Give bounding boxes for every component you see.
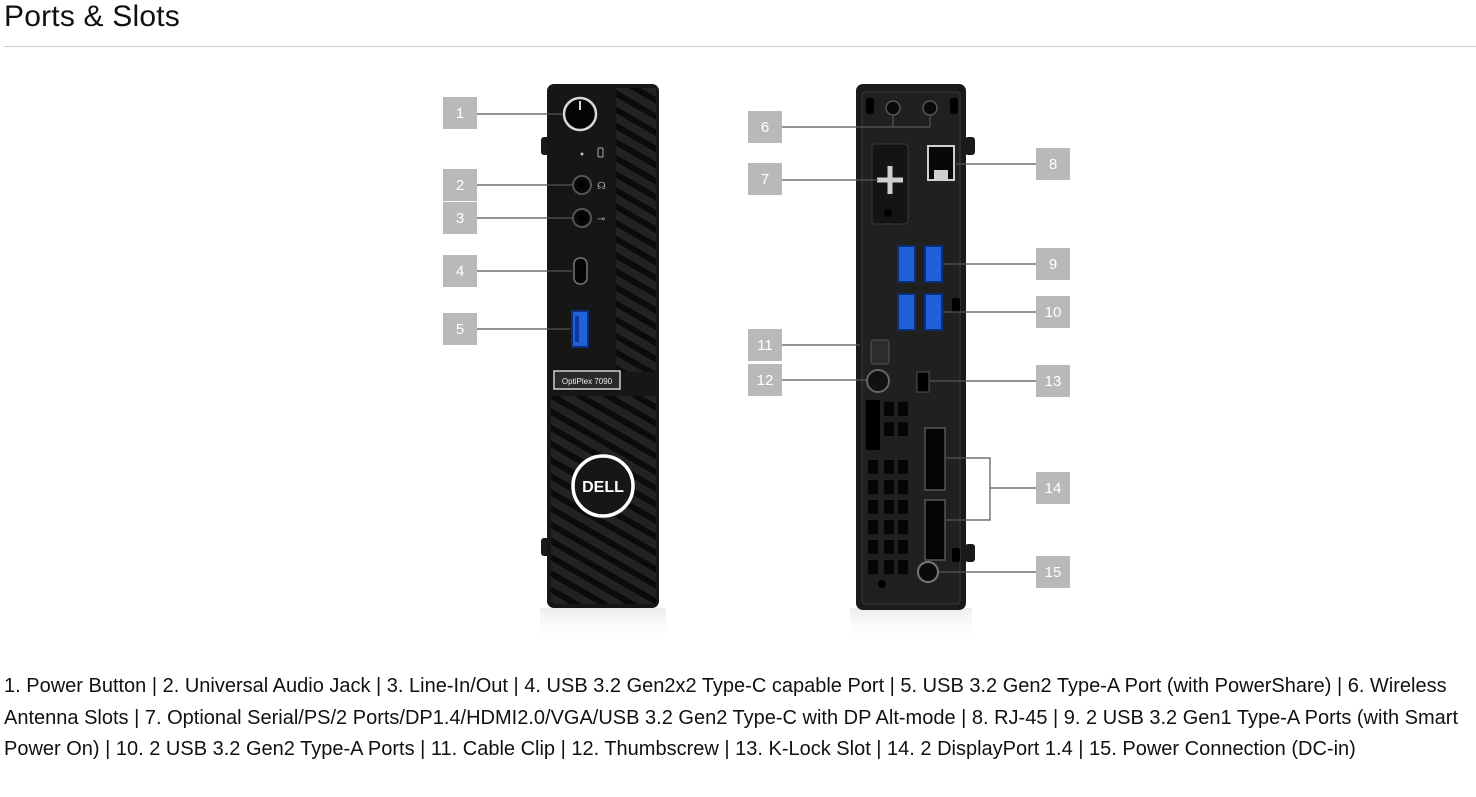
callout-4: 4 <box>443 255 477 287</box>
antenna-slot-icon <box>885 100 901 116</box>
ports-caption: 1. Power Button | 2. Universal Audio Jac… <box>4 675 1459 760</box>
svg-text:☊: ☊ <box>597 181 606 192</box>
klock-slot-icon <box>916 371 930 393</box>
rear-chassis <box>850 84 975 642</box>
dell-logo-icon <box>571 454 635 518</box>
usb-a-port-icon <box>897 245 916 283</box>
callout-6: 6 <box>748 111 782 143</box>
callout-5: 5 <box>443 313 477 345</box>
front-chassis: ☊ ⊸ OptiPlex 7090 DELL <box>540 84 666 642</box>
callout-8: 8 <box>1036 148 1070 180</box>
dell-logo-text: DELL <box>582 479 624 496</box>
displayport-icon <box>924 427 946 491</box>
callout-9: 9 <box>1036 248 1070 280</box>
leader-lines <box>477 113 1036 573</box>
title-divider <box>4 46 1476 47</box>
usb-a-port-icon <box>897 293 916 331</box>
model-label-text: OptiPlex 7090 <box>562 377 613 386</box>
svg-text:⊸: ⊸ <box>597 214 605 225</box>
callout-14: 14 <box>1036 472 1070 504</box>
callout-15: 15 <box>1036 556 1070 588</box>
dc-in-icon <box>917 561 939 583</box>
ports-diagram: ☊ ⊸ OptiPlex 7090 DELL <box>443 84 1070 642</box>
callout-10: 10 <box>1036 296 1070 328</box>
power-button-icon <box>562 96 598 132</box>
callout-7: 7 <box>748 163 782 195</box>
model-label-box <box>553 370 621 390</box>
usb-c-port-icon <box>573 257 588 285</box>
usb-a-port-icon <box>571 310 589 348</box>
device-illustration: ☊ ⊸ OptiPlex 7090 DELL <box>477 84 1036 642</box>
usb-a-port-icon <box>924 245 943 283</box>
displayport-icon <box>924 499 946 561</box>
callout-2: 2 <box>443 169 477 201</box>
callout-3: 3 <box>443 202 477 234</box>
antenna-slot-icon <box>922 100 938 116</box>
callout-12: 12 <box>748 364 782 396</box>
usb-a-port-icon <box>924 293 943 331</box>
callout-1: 1 <box>443 97 477 129</box>
section-title: Ports & Slots <box>4 0 180 33</box>
callout-11: 11 <box>748 329 782 361</box>
thumbscrew-icon <box>866 369 890 393</box>
callout-13: 13 <box>1036 365 1070 397</box>
